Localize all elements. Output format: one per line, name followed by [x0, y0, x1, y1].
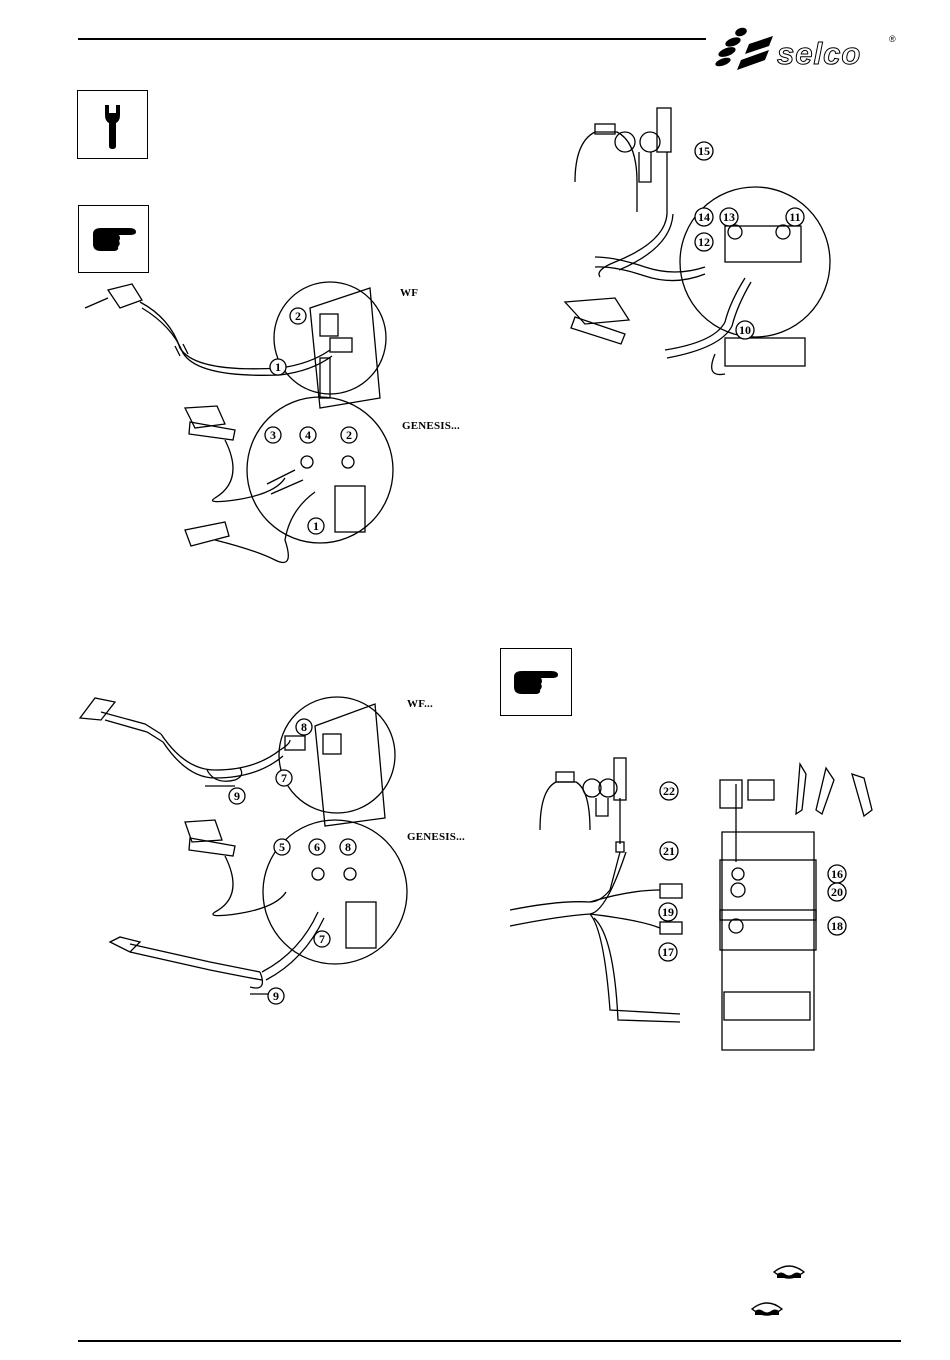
svg-text:7: 7	[281, 771, 287, 785]
svg-text:14: 14	[698, 210, 710, 224]
callout-3-mma-genesis: 3	[265, 427, 281, 443]
svg-text:7: 7	[319, 932, 325, 946]
footer-rule	[78, 1340, 901, 1342]
callout-2-mma-genesis: 2	[341, 427, 357, 443]
callout-20: 20	[828, 883, 846, 901]
callout-11: 11	[786, 208, 804, 226]
callout-16: 16	[828, 865, 846, 883]
callout-22: 22	[660, 782, 678, 800]
svg-text:9: 9	[273, 989, 279, 1003]
svg-text:11: 11	[789, 210, 800, 224]
callout-1-mma-genesis: 1	[308, 518, 324, 534]
svg-text:3: 3	[270, 428, 276, 442]
svg-text:2: 2	[346, 428, 352, 442]
callout-4-mma-genesis: 4	[300, 427, 316, 443]
callout-2-mma-wf: 2	[290, 308, 306, 324]
svg-text:17: 17	[662, 945, 674, 959]
callout-9-mig-genesis: 9	[268, 988, 284, 1004]
callout-19: 19	[659, 903, 677, 921]
svg-text:16: 16	[831, 867, 843, 881]
callout-17: 17	[659, 943, 677, 961]
svg-text:13: 13	[723, 210, 735, 224]
svg-text:9: 9	[234, 789, 240, 803]
ship-icon-1	[772, 1262, 806, 1282]
callout-5-mig-genesis: 5	[274, 839, 290, 855]
svg-text:4: 4	[305, 428, 311, 442]
svg-text:22: 22	[663, 784, 675, 798]
svg-text:6: 6	[314, 840, 320, 854]
svg-text:21: 21	[663, 844, 675, 858]
callout-14: 14	[695, 208, 713, 226]
svg-text:15: 15	[698, 144, 710, 158]
callout-6-mig-genesis: 6	[309, 839, 325, 855]
callout-7-mig-genesis: 7	[314, 931, 330, 947]
ship-icon-2	[750, 1299, 784, 1319]
callout-8-mig-wf: 8	[296, 719, 312, 735]
svg-text:18: 18	[831, 919, 843, 933]
callout-9-mig-wf: 9	[229, 788, 245, 804]
callout-8-mig-genesis: 8	[340, 839, 356, 855]
callout-15: 15	[695, 142, 713, 160]
svg-text:2: 2	[295, 309, 301, 323]
svg-text:1: 1	[313, 519, 319, 533]
callout-21: 21	[660, 842, 678, 860]
callout-1-mma-wf: 1	[270, 359, 286, 375]
svg-text:19: 19	[662, 905, 674, 919]
svg-text:1: 1	[275, 360, 281, 374]
svg-text:8: 8	[345, 840, 351, 854]
callout-12: 12	[695, 233, 713, 251]
callout-18: 18	[828, 917, 846, 935]
svg-text:8: 8	[301, 720, 307, 734]
svg-text:10: 10	[739, 323, 751, 337]
svg-text:5: 5	[279, 840, 285, 854]
svg-text:12: 12	[698, 235, 710, 249]
callout-13: 13	[720, 208, 738, 226]
callout-10: 10	[736, 321, 754, 339]
svg-text:20: 20	[831, 885, 843, 899]
callout-7-mig-wf: 7	[276, 770, 292, 786]
